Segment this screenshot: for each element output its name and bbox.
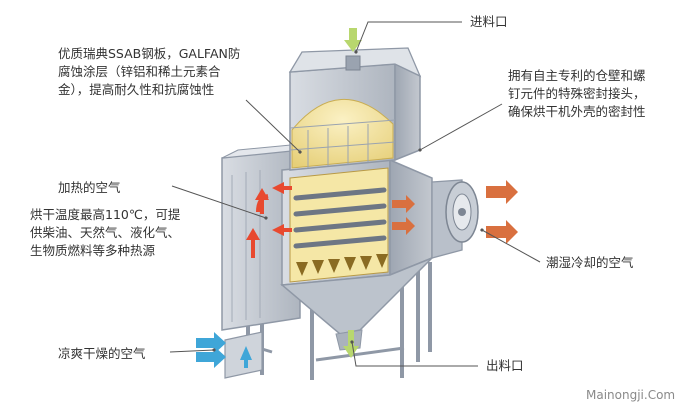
drying-shelves xyxy=(293,187,387,249)
leader-lines xyxy=(169,21,541,367)
exhaust-fan xyxy=(431,179,479,259)
heat-source-note: 烘干温度最高110℃，可提 供柴油、天然气、液化气、 生物质燃料等多种热源 xyxy=(30,207,181,258)
material-note: 优质瑞典SSAB钢板，GALFAN防 腐蚀涂层（锌铝和稀土元素合 金），提高耐久… xyxy=(58,46,241,97)
discharge-teeth xyxy=(296,254,388,276)
hot-air-arrows xyxy=(246,182,292,258)
inlet-label: 进料口 xyxy=(470,14,508,29)
outlet-label: 出料口 xyxy=(486,358,524,373)
humid-air-label: 潮湿冷却的空气 xyxy=(546,255,634,270)
watermark: Mainongji.Com xyxy=(586,388,676,402)
feed-arrow xyxy=(344,28,362,52)
humid-air-arrows xyxy=(392,180,518,244)
seal-note: 拥有自主专利的仓壁和螺 钉元件的特殊密封接头， 确保烘干机外壳的密封性 xyxy=(508,68,646,119)
outlet-arrow xyxy=(343,330,359,358)
hot-air-label: 加热的空气 xyxy=(58,180,121,195)
cool-air-arrows xyxy=(196,332,252,368)
dry-air-label: 凉爽干燥的空气 xyxy=(58,346,146,361)
